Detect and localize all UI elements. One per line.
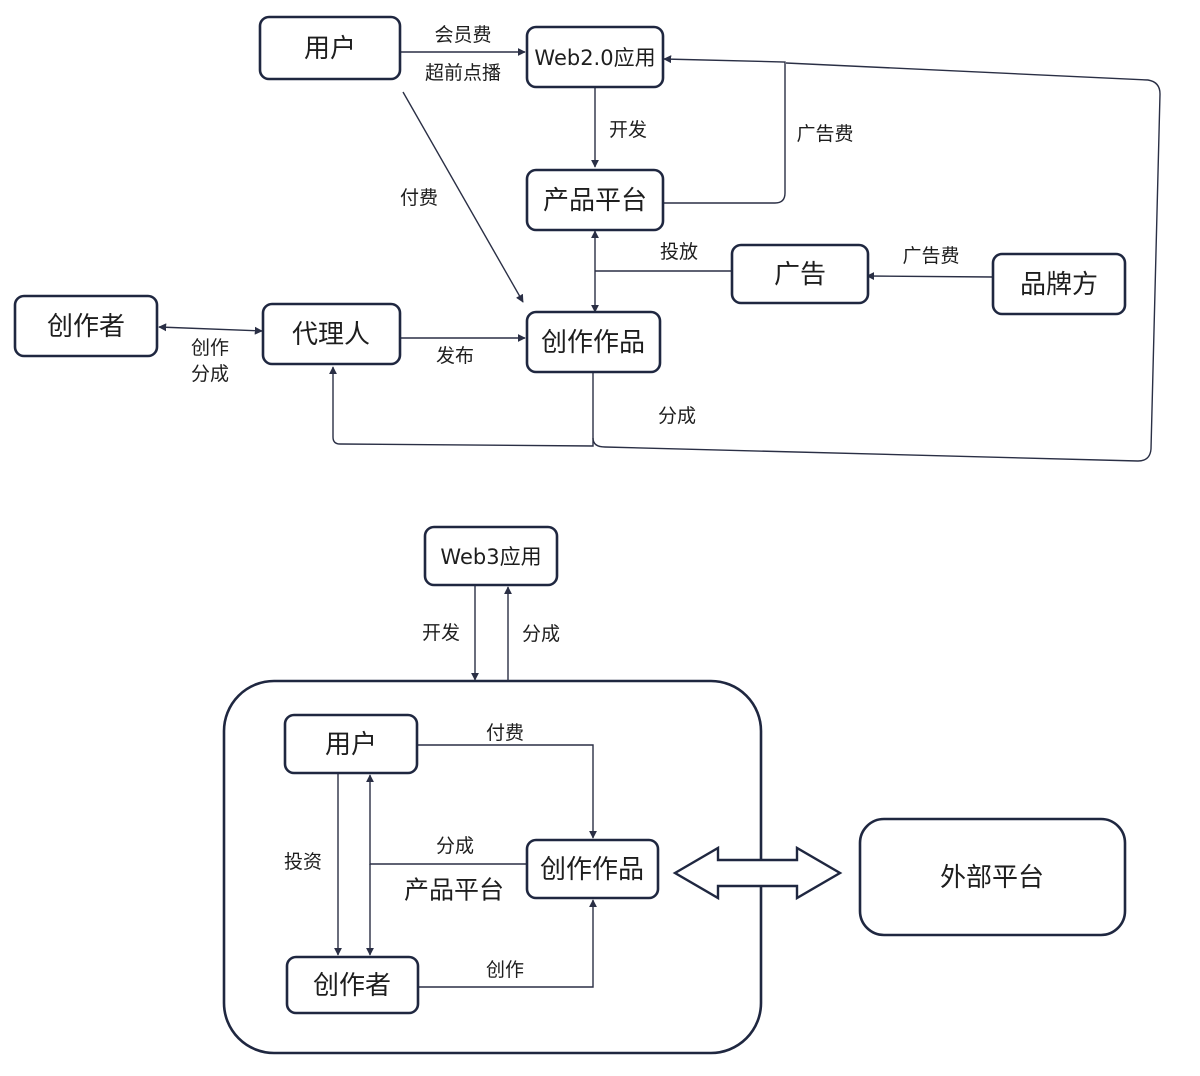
web3-diagram: Web3应用 用户 创作作品 创作者 外部平台 开发 分成 付费 投资 分成 产… xyxy=(222,525,1127,1055)
label-creation-share: 分成 xyxy=(191,363,229,385)
svg-text:创作者: 创作者 xyxy=(47,312,125,342)
node-product-platform: 产品平台 xyxy=(525,168,665,232)
node-web3-app: Web3应用 xyxy=(423,525,559,587)
label-develop: 开发 xyxy=(609,119,647,141)
node-ad: 广告 xyxy=(730,243,870,305)
svg-text:外部平台: 外部平台 xyxy=(940,863,1044,893)
label-product-platform: 产品平台 xyxy=(404,876,504,905)
svg-text:Web3应用: Web3应用 xyxy=(440,545,541,569)
node-external-platform: 外部平台 xyxy=(858,817,1127,937)
edge-user-to-work-pay xyxy=(417,744,597,839)
node-user: 用户 xyxy=(283,713,419,775)
bidirectional-hollow-arrow xyxy=(672,845,843,901)
svg-text:代理人: 代理人 xyxy=(292,320,370,350)
edge-brand-to-ad xyxy=(866,272,994,281)
label-publish: 发布 xyxy=(436,345,474,367)
label-invest: 投资 xyxy=(284,851,322,873)
label-ad-fee-brand: 广告费 xyxy=(902,245,959,267)
svg-text:用户: 用户 xyxy=(325,730,377,760)
node-web2-app: Web2.0应用 xyxy=(525,25,665,89)
label-ad-fee-platform: 广告费 xyxy=(796,123,853,145)
web2-diagram: 用户 Web2.0应用 产品平台 广告 品牌方 创作者 代理人 创作作品 xyxy=(13,15,1161,462)
node-creator: 创作者 xyxy=(285,955,420,1015)
node-brand: 品牌方 xyxy=(991,252,1127,316)
edge-platform-to-web2-adfee xyxy=(662,55,786,204)
svg-text:品牌方: 品牌方 xyxy=(1020,270,1098,300)
edge-work-to-web2-share xyxy=(592,62,1161,462)
node-creative-work: 创作作品 xyxy=(525,310,662,374)
edge-creator-agent xyxy=(158,323,263,335)
label-share-up: 分成 xyxy=(522,623,560,645)
node-agent: 代理人 xyxy=(261,302,402,366)
label-pay: 付费 xyxy=(400,187,438,209)
svg-text:用户: 用户 xyxy=(304,34,356,64)
node-user: 用户 xyxy=(258,15,402,81)
node-creative-work: 创作作品 xyxy=(525,838,660,900)
label-pay: 付费 xyxy=(486,722,524,744)
svg-text:创作作品: 创作作品 xyxy=(540,855,644,885)
label-share: 分成 xyxy=(436,835,474,857)
svg-text:广告: 广告 xyxy=(774,260,826,290)
label-revenue-share: 分成 xyxy=(658,405,696,427)
svg-text:创作作品: 创作作品 xyxy=(541,328,645,358)
node-creator: 创作者 xyxy=(13,294,159,358)
edge-creator-to-work-create xyxy=(418,899,597,988)
label-early-access: 超前点播 xyxy=(425,62,501,84)
edge-work-to-user-share xyxy=(366,774,527,865)
label-membership-fee: 会员费 xyxy=(434,24,491,46)
label-placement: 投放 xyxy=(660,241,698,263)
edge-user-to-work xyxy=(402,91,524,303)
label-create: 创作 xyxy=(486,959,524,981)
edge-work-to-agent-share xyxy=(329,366,594,447)
svg-text:Web2.0应用: Web2.0应用 xyxy=(534,46,655,70)
label-creation: 创作 xyxy=(191,337,229,359)
svg-text:产品平台: 产品平台 xyxy=(543,186,647,216)
svg-text:创作者: 创作者 xyxy=(313,971,391,1001)
label-develop: 开发 xyxy=(422,622,460,644)
